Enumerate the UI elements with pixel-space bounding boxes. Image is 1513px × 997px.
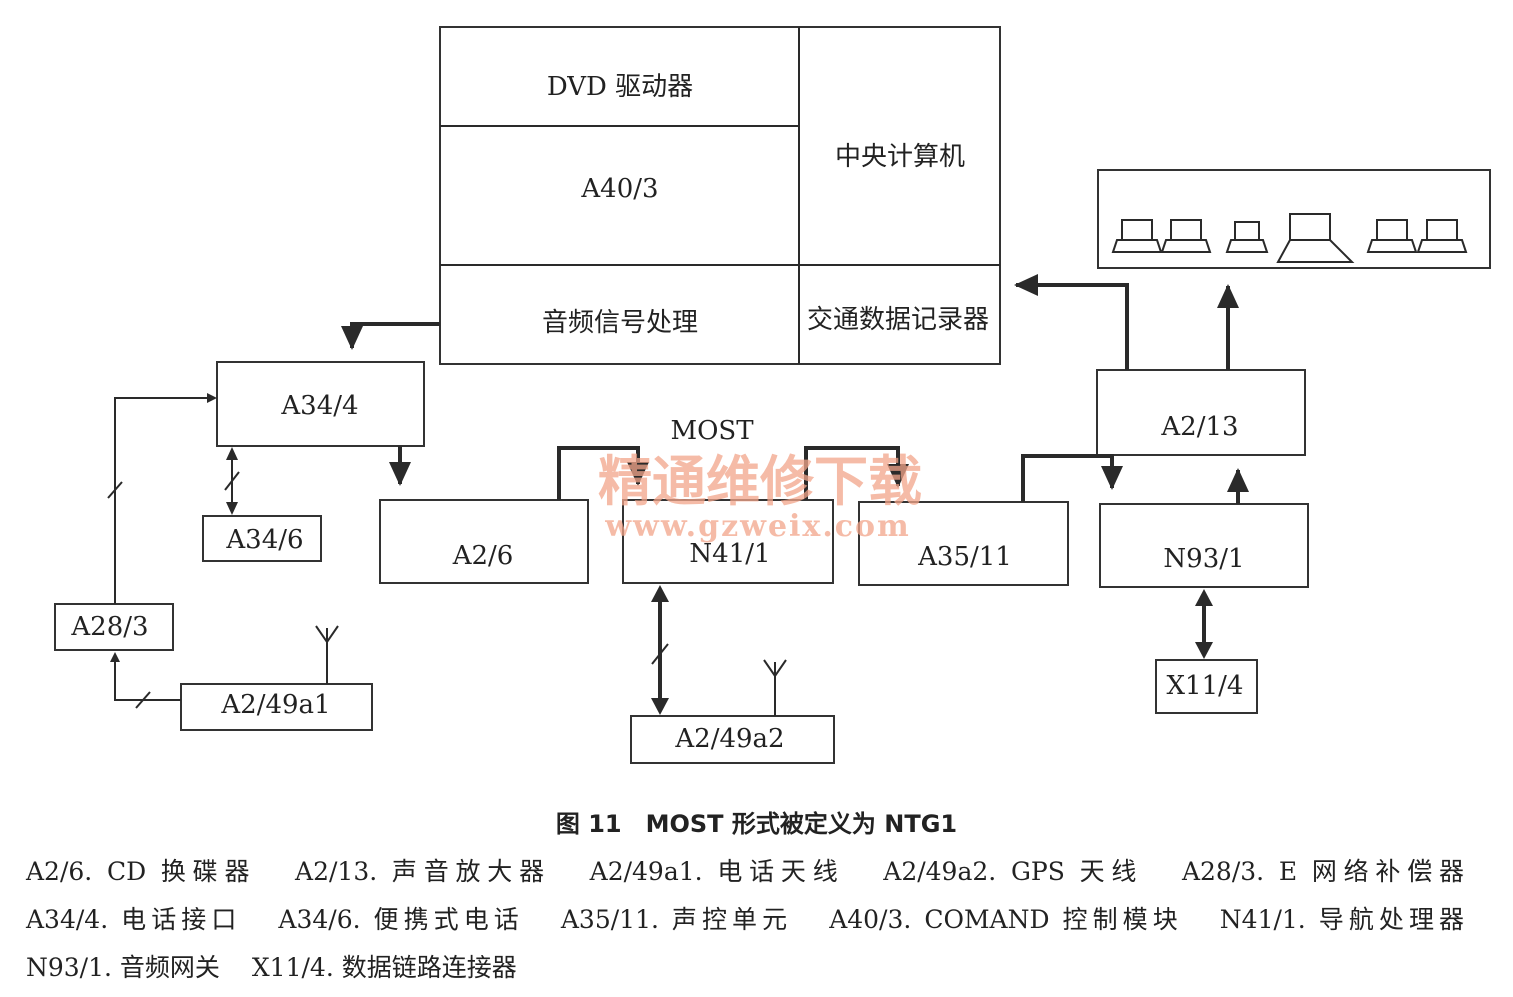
a34-4-label: A34/4: [280, 391, 358, 421]
connector-a35-11-to-n93-1: [1021, 454, 1123, 502]
a2-49a1-label: A2/49a1: [220, 690, 330, 720]
speaker-icon: [1416, 219, 1468, 253]
a2-49a2-label: A2/49a2: [674, 724, 784, 754]
connector-a2-13-to-recorder: [1014, 274, 1129, 370]
traffic-data-recorder-label: 交通数据记录器: [807, 305, 989, 335]
connector-a2-6-to-n41-1: [557, 446, 649, 500]
connector-a28-3-to-a34-4: [114, 393, 217, 604]
block-diagram: DVD 驱动器 A40/3 音频信号处理 中央计算机 交通数据记录器: [54, 26, 1491, 764]
n93-1-label: N93/1: [1163, 544, 1244, 574]
legend-item: A2/49a1. 电话天线: [589, 857, 845, 886]
legend-item: A28/3. E 网络补偿器: [1181, 857, 1465, 886]
box-a2-13: A2/13: [1096, 369, 1306, 456]
arrowhead: [226, 447, 238, 460]
slash-mark: [651, 643, 669, 665]
figure-caption: 图 11 MOST 形式被定义为 NTG1: [555, 810, 958, 838]
speaker-icon: [1225, 221, 1269, 253]
arrowhead: [1195, 589, 1213, 606]
arrowhead: [651, 698, 669, 715]
a28-3-label: A28/3: [70, 612, 148, 642]
most-bus-label: MOST: [670, 416, 754, 446]
a35-11-label: A35/11: [917, 542, 1012, 572]
connector-a2-49a1-to-a28-3: [110, 652, 181, 701]
legend-item: A2/6. CD 换碟器: [26, 857, 257, 886]
comand-block: DVD 驱动器 A40/3 音频信号处理 中央计算机 交通数据记录器: [439, 26, 1001, 365]
legend-item: A35/11. 声控单元: [560, 905, 793, 934]
connector-audio-to-a34-4: [341, 322, 440, 350]
arrowhead: [1195, 642, 1213, 659]
dvd-drive-label: DVD 驱动器: [547, 72, 693, 102]
box-a2-49a2: A2/49a2: [630, 715, 835, 764]
box-a34-4: A34/4: [216, 361, 425, 447]
slash-mark: [135, 691, 151, 709]
watermark-url: www.gzweix.com: [604, 509, 911, 544]
subwoofer-icon: [1276, 213, 1355, 263]
a2-6-label: A2/6: [452, 541, 514, 571]
arrowhead: [226, 502, 238, 515]
antenna-icon: [315, 625, 339, 684]
a34-6-label: A34/6: [225, 525, 303, 555]
slash-mark: [224, 471, 240, 491]
legend-item: N93/1. 音频网关: [26, 953, 220, 982]
central-computer-label: 中央计算机: [835, 142, 965, 172]
box-x11-4: X11/4: [1155, 659, 1258, 714]
box-n93-1: N93/1: [1099, 503, 1309, 588]
speaker-icon: [1366, 219, 1418, 253]
legend-item: X11/4. 数据链路连接器: [251, 953, 517, 982]
a40-3-label: A40/3: [580, 174, 658, 204]
box-a35-11: A35/11: [858, 501, 1069, 586]
speaker-panel: [1097, 169, 1491, 269]
legend-item: N41/1. 导航处理器: [1219, 905, 1465, 934]
antenna-icon: [763, 659, 787, 716]
figure-legend: A2/6. CD 换碟器 A2/13. 声音放大器 A2/49a1. 电话天线 …: [26, 848, 1488, 992]
legend-item: A34/4. 电话接口: [26, 905, 242, 934]
audio-signal-processing-label: 音频信号处理: [542, 308, 698, 338]
box-n41-1: N41/1: [622, 499, 834, 584]
box-a2-6: A2/6: [379, 499, 589, 584]
watermark-text: 精通维修下载: [598, 449, 922, 513]
x11-4-label: X11/4: [1167, 671, 1244, 701]
legend-item: A2/49a2. GPS 天线: [883, 857, 1144, 886]
speaker-icon: [1160, 219, 1212, 253]
box-a2-49a1: A2/49a1: [180, 683, 373, 731]
a2-13-label: A2/13: [1160, 412, 1238, 442]
box-a28-3: A28/3: [54, 603, 174, 651]
arrowhead: [651, 585, 669, 602]
n41-1-label: N41/1: [689, 539, 770, 569]
connector-n41-1-to-a35-11: [804, 446, 909, 500]
legend-item: A34/6. 便携式电话: [278, 905, 524, 934]
slash-mark: [107, 481, 123, 499]
legend-item: A2/13. 声音放大器: [295, 857, 551, 886]
legend-item: A40/3. COMAND 控制模块: [829, 905, 1183, 934]
box-a34-6: A34/6: [202, 515, 322, 562]
